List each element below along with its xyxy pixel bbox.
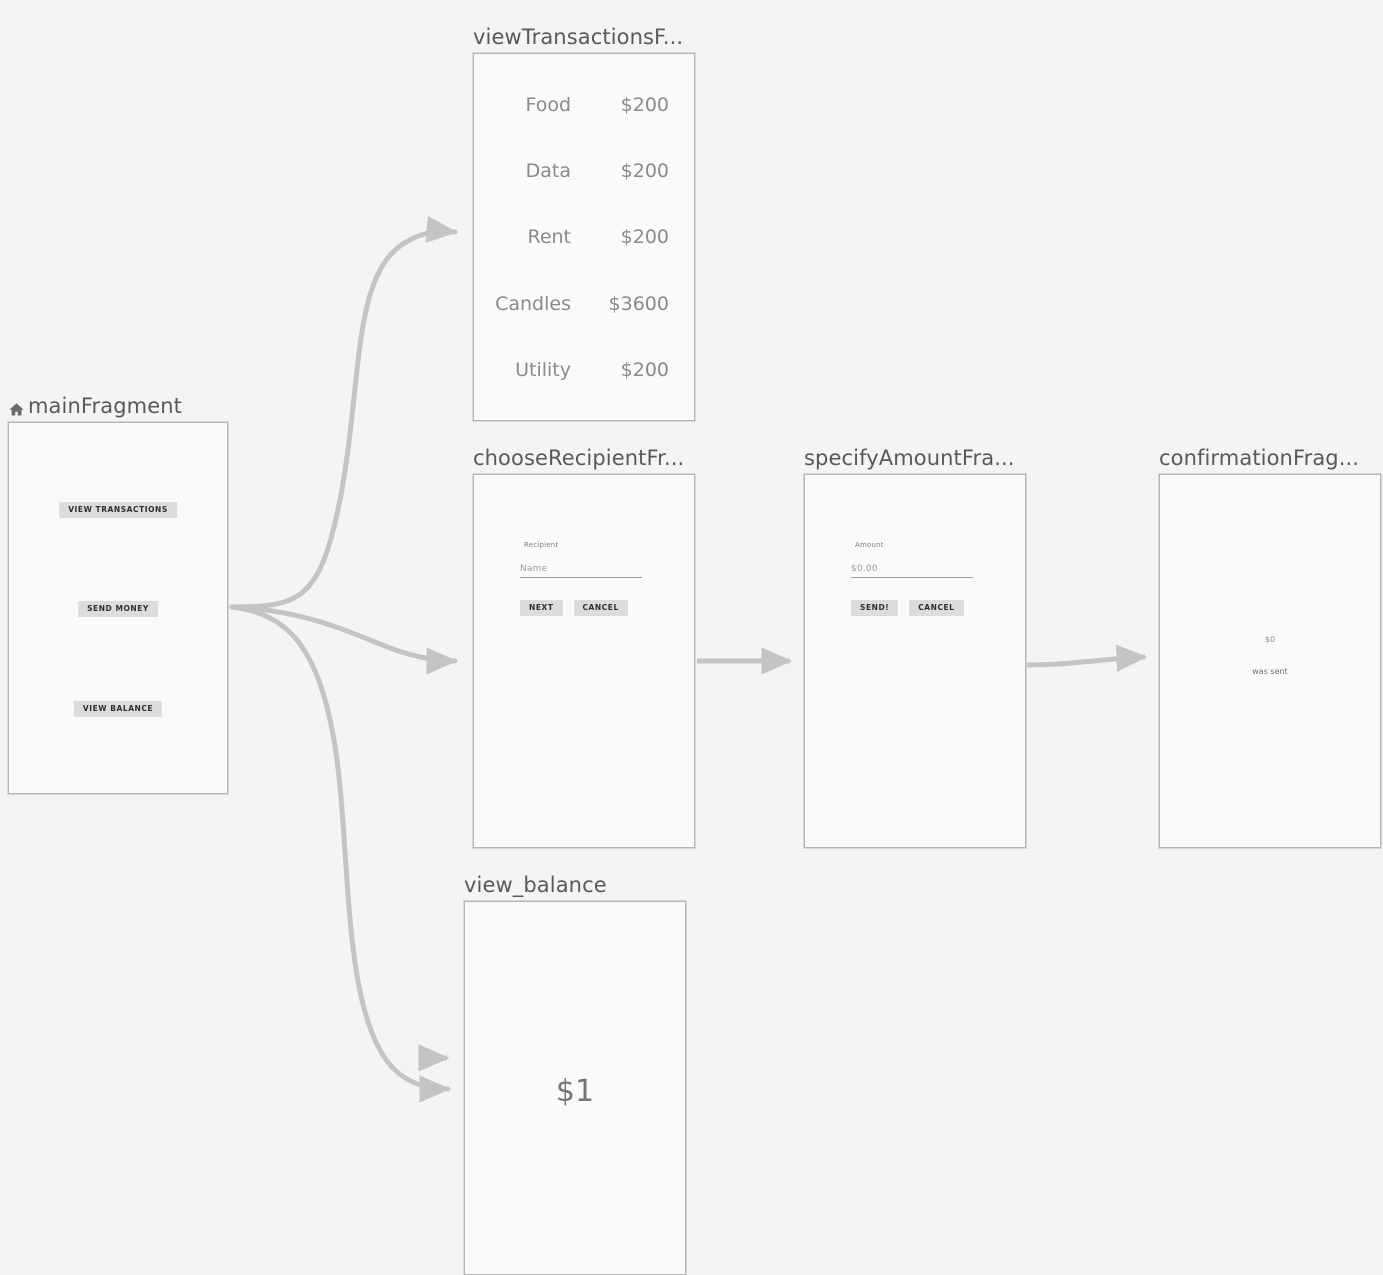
node-title-choose-recipient: chooseRecipientFr... [473,446,684,470]
transaction-label: Data [525,160,571,182]
cancel-button[interactable]: CANCEL [573,600,628,616]
home-icon [8,399,25,416]
transaction-row: Data $200 [474,160,694,182]
confirmation-caption: was sent [1252,667,1288,676]
node-title-specify-amount: specifyAmountFra... [804,446,1015,470]
recipient-field-label: Recipient [524,541,559,549]
amount-input[interactable]: $0.00 [851,564,973,578]
amount-field-label: Amount [855,541,884,549]
node-title-text: chooseRecipientFr... [473,446,685,470]
recipient-name-input[interactable]: Name [520,564,642,578]
specify-amount-actions: SEND! CANCEL [851,600,964,616]
transaction-label: Candles [495,293,571,315]
node-title-confirmation: confirmationFrag... [1159,446,1359,470]
node-choose-recipient-fragment[interactable]: chooseRecipientFr... Recipient Name NEXT… [473,446,695,848]
frame-main-fragment: VIEW TRANSACTIONS SEND MONEY VIEW BALANC… [8,422,228,794]
cancel-button[interactable]: CANCEL [909,600,964,616]
balance-amount: $1 [555,1074,595,1109]
node-view-transactions-fragment[interactable]: viewTransactionsF... Food $200 Data $200… [473,25,695,421]
transaction-amount: $200 [620,94,669,116]
frame-view-balance: $1 [464,901,686,1275]
view-balance-button[interactable]: VIEW BALANCE [73,701,163,717]
transaction-label: Food [525,94,571,116]
send-button[interactable]: SEND! [851,600,899,616]
confirmation-amount: $0 [1264,635,1276,644]
view-transactions-button[interactable]: VIEW TRANSACTIONS [59,502,177,518]
frame-confirmation: $0 was sent [1159,474,1381,848]
frame-view-transactions: Food $200 Data $200 Rent $200 Candles $3… [473,53,695,421]
transaction-label: Utility [515,359,571,381]
transaction-amount: $200 [620,226,669,248]
edge-main-to-view-transactions [229,215,458,610]
frame-specify-amount: Amount $0.00 SEND! CANCEL [804,474,1026,848]
main-fragment-preview: VIEW TRANSACTIONS SEND MONEY VIEW BALANC… [9,423,227,793]
frame-choose-recipient: Recipient Name NEXT CANCEL [473,474,695,848]
node-title-text: viewTransactionsF... [473,25,684,49]
node-view-balance-fragment[interactable]: view_balance $1 [464,873,686,1275]
transaction-row: Rent $200 [474,226,694,248]
transaction-amount: $3600 [608,293,669,315]
transaction-label: Rent [527,226,571,248]
transaction-row: Candles $3600 [474,293,694,315]
transaction-row: Utility $200 [474,359,694,381]
node-main-fragment[interactable]: mainFragment VIEW TRANSACTIONS SEND MONE… [8,394,228,794]
transaction-amount: $200 [620,160,669,182]
transaction-row: Food $200 [474,94,694,116]
edge-main-to-choose-recipient [229,604,458,675]
node-title-text: mainFragment [28,394,182,418]
send-money-button[interactable]: SEND MONEY [78,601,158,617]
node-title-view-balance: view_balance [464,873,607,897]
choose-recipient-actions: NEXT CANCEL [520,600,628,616]
next-button[interactable]: NEXT [520,600,563,616]
edge-specify-amount-to-confirmation [1026,644,1148,672]
node-title-text: specifyAmountFra... [804,446,1015,470]
node-title-main-fragment: mainFragment [8,394,182,418]
node-title-text: confirmationFrag... [1159,446,1360,470]
node-confirmation-fragment[interactable]: confirmationFrag... $0 was sent [1159,446,1381,848]
node-title-text: view_balance [464,873,607,897]
transaction-amount: $200 [620,359,669,381]
node-title-view-transactions: viewTransactionsF... [473,25,683,49]
edge-main-to-view-balance [229,604,451,1103]
node-specify-amount-fragment[interactable]: specifyAmountFra... Amount $0.00 SEND! C… [804,446,1026,848]
